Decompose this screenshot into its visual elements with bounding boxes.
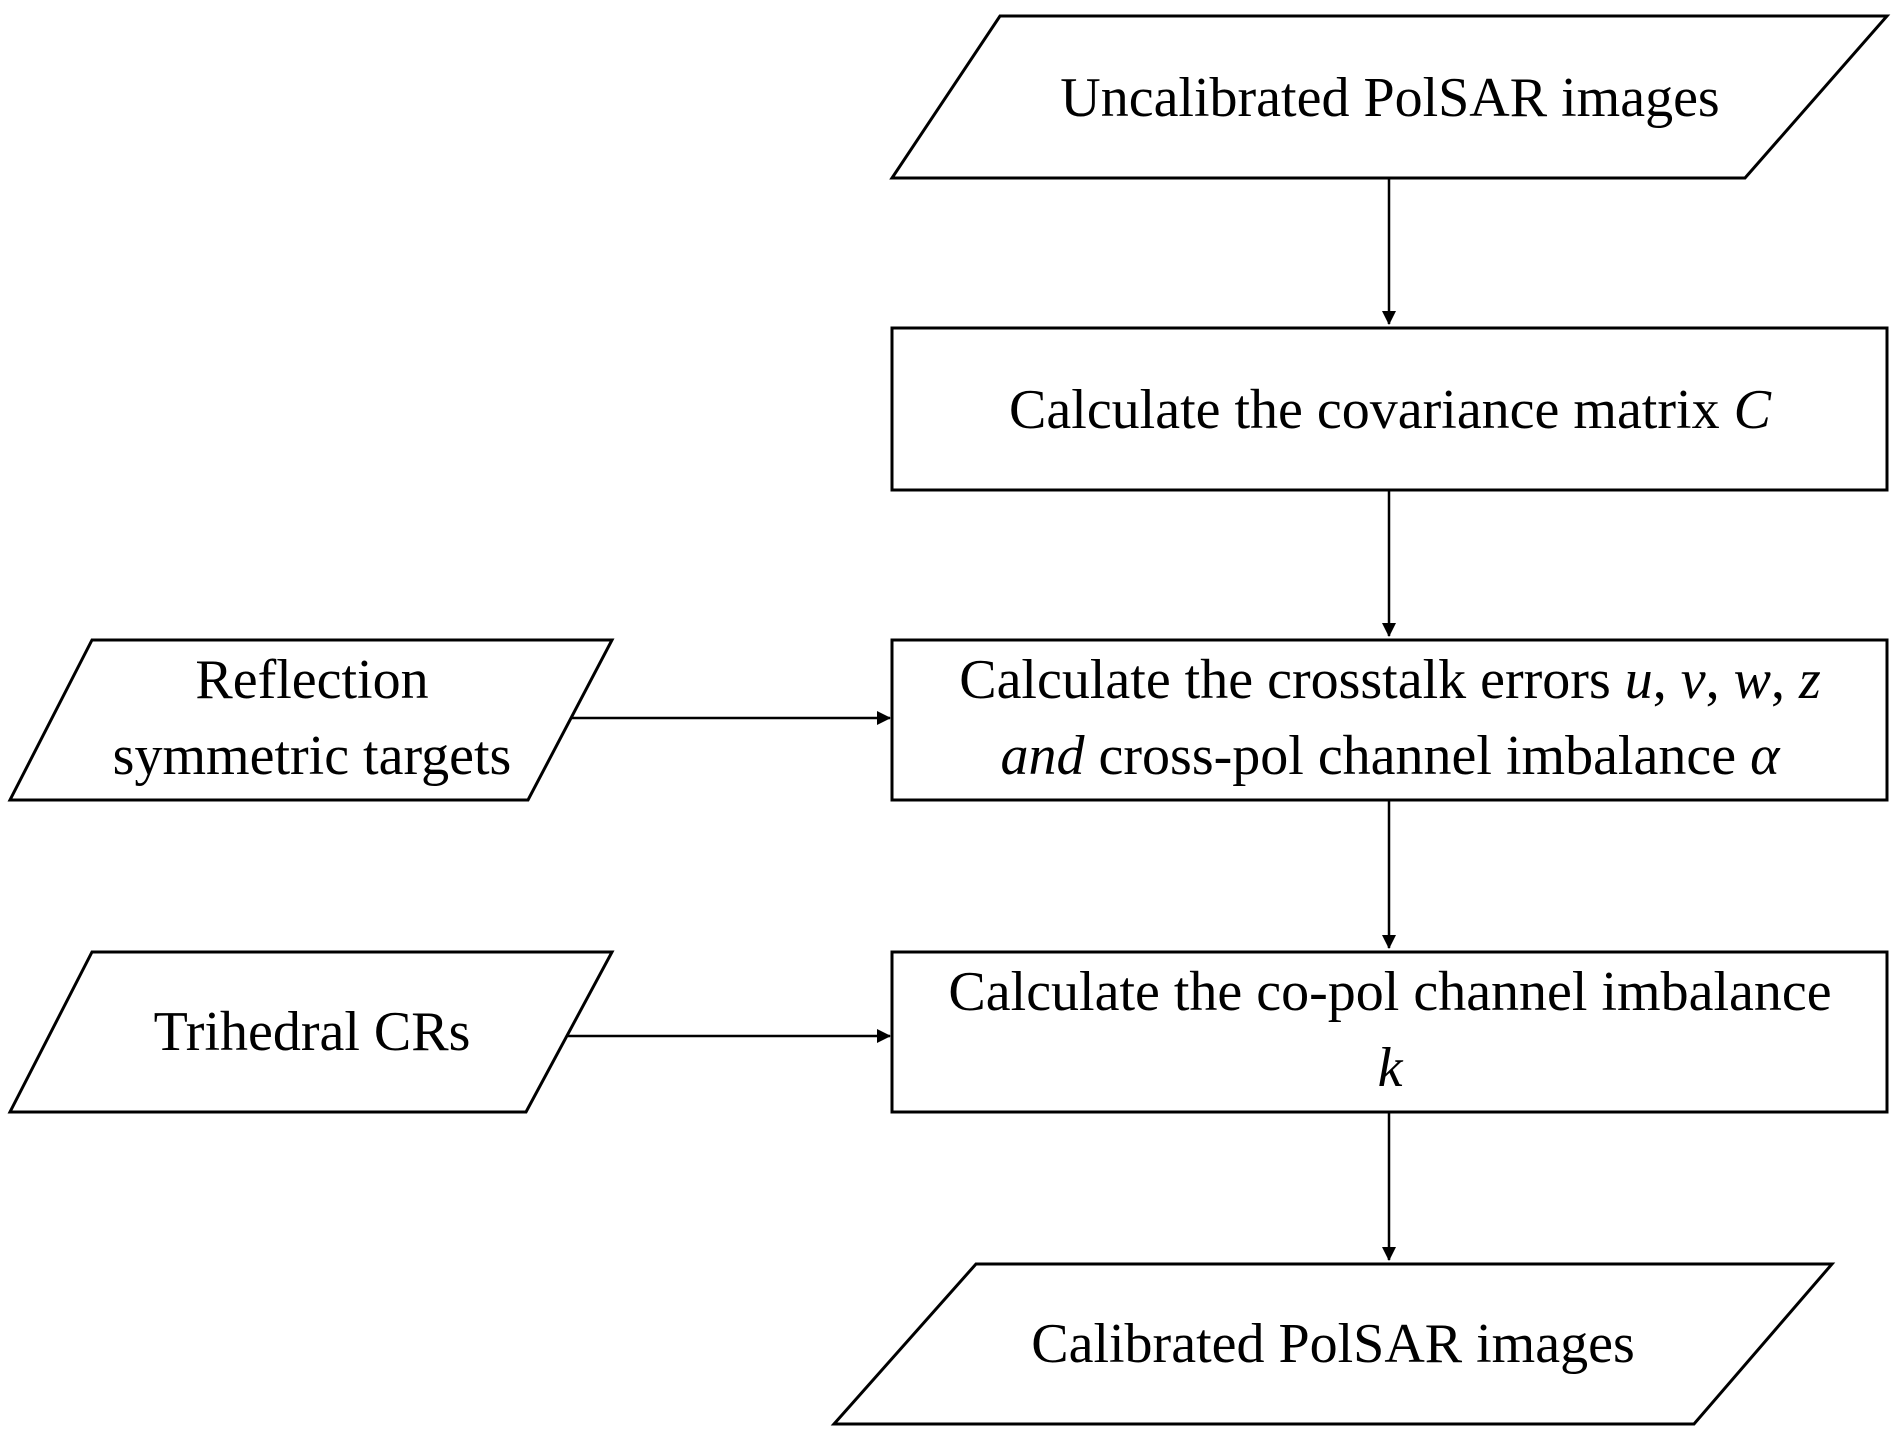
parallelogram-shape (7, 638, 615, 802)
node-trihedral-label: Trihedral CRs (154, 1001, 471, 1063)
rectangle-shape (890, 638, 1889, 802)
symbol-c: C (1734, 379, 1772, 441)
node-reflection-line1: Reflection (195, 649, 428, 711)
rectangle-shape (890, 950, 1889, 1114)
symbol-z: z (1798, 649, 1821, 711)
symbol-v: v (1681, 649, 1706, 711)
node-calibrated-label: Calibrated PolSAR images (1031, 1313, 1635, 1375)
symbol-u: u (1625, 649, 1653, 711)
symbol-w: w (1734, 649, 1771, 711)
node-covariance-label: Calculate the covariance matrix C (1009, 379, 1772, 441)
rectangle-shape (890, 326, 1889, 492)
node-reflection-targets: Reflection symmetric targets (7, 638, 615, 802)
node-uncalibrated-label: Uncalibrated PolSAR images (1060, 67, 1719, 129)
symbol-alpha: α (1750, 725, 1781, 787)
parallelogram-shape (889, 14, 1891, 180)
connector-and: and (1001, 725, 1086, 787)
node-copol: Calculate the co-pol channel imbalance k (890, 950, 1889, 1114)
node-trihedral-crs: Trihedral CRs (7, 950, 615, 1114)
node-crosstalk-line1: Calculate the crosstalk errors u, v, w, … (959, 649, 1821, 711)
node-crosstalk: Calculate the crosstalk errors u, v, w, … (890, 638, 1889, 802)
parallelogram-shape (830, 1262, 1836, 1426)
node-reflection-line2: symmetric targets (113, 725, 512, 787)
node-calibrated-images: Calibrated PolSAR images (830, 1262, 1836, 1426)
node-copol-line1: Calculate the co-pol channel imbalance (948, 961, 1831, 1023)
node-covariance: Calculate the covariance matrix C (890, 326, 1889, 492)
parallelogram-shape (7, 950, 615, 1114)
node-uncalibrated-images: Uncalibrated PolSAR images (889, 14, 1891, 180)
node-crosstalk-line2: and cross-pol channel imbalance α (1001, 725, 1782, 787)
symbol-k: k (1378, 1037, 1404, 1099)
